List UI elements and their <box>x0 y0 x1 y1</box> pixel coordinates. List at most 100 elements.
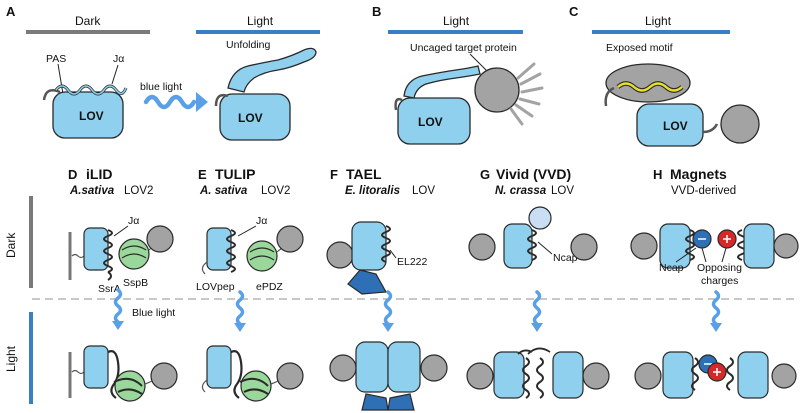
heading-name-vvd: Vivid (VVD) <box>496 166 571 182</box>
ssra-label: SsrA <box>98 283 121 295</box>
lov-domain-f-light-left <box>355 341 389 393</box>
dark-row-label: Dark <box>4 232 18 258</box>
heading-species-f: E. litoralis <box>345 185 400 197</box>
fused-partner-g-light-left <box>466 362 494 390</box>
lov-label-c: LOV <box>663 119 688 133</box>
lovpep-label: LOVpep <box>196 281 235 293</box>
fused-partner-c <box>720 104 760 144</box>
blue-light-wave <box>143 94 197 110</box>
fused-partner-d-dark <box>146 225 174 253</box>
exposed-motif-label: Exposed motif <box>606 42 673 54</box>
fused-partner-d-light <box>150 362 178 390</box>
heading-species-g: N. crassa <box>495 185 547 197</box>
heading-domain-d: LOV2 <box>124 185 153 197</box>
lov2-domain-e-light <box>206 345 232 389</box>
light-bar-b <box>388 30 523 34</box>
sspb-label: SspB <box>123 277 148 289</box>
dark-bar <box>26 30 150 34</box>
heading-name-ilid: iLID <box>86 166 112 182</box>
n-terminus-a <box>42 89 61 101</box>
sspb-domain-light <box>114 370 146 402</box>
blue-light-label-d: Blue light <box>132 307 175 319</box>
light-bar-a <box>196 30 320 34</box>
panel-letter-c: C <box>569 4 579 19</box>
magnet-domain-dark-right <box>743 223 775 269</box>
panel-letter-b: B <box>372 4 381 19</box>
target-protein-ball <box>474 67 520 113</box>
vvd-domain-dark <box>503 223 533 269</box>
lov-label-b: LOV <box>418 115 443 129</box>
light-label-b: Light <box>443 14 470 28</box>
released-ja-e <box>230 350 243 399</box>
target-protein-rays <box>509 62 544 126</box>
exposed-motif-helix <box>617 82 683 92</box>
light-bar-c <box>592 30 730 34</box>
ncap-label-g: Ncap <box>553 252 578 264</box>
lov-domain-b <box>397 97 471 145</box>
blue-light-arrow-d <box>110 288 126 332</box>
binding-partner <box>605 63 691 103</box>
ja-label-d: Jα <box>128 215 139 227</box>
lov-domain-f-light-right <box>387 341 421 393</box>
heading-domain-f: LOV <box>412 185 435 197</box>
heading-domain-e: LOV2 <box>261 185 290 197</box>
fused-partner-h-dark-left <box>630 232 658 260</box>
light-label-a: Light <box>247 14 274 28</box>
vvd-domain-light-left <box>493 351 525 399</box>
fused-partner-e-light <box>276 362 304 390</box>
ncap-label-h: Ncap <box>659 262 684 274</box>
epdz-domain-light <box>240 370 272 402</box>
heading-letter-f: F <box>330 167 338 182</box>
heading-letter-d: D <box>68 167 77 182</box>
lov2-domain-d-light <box>83 345 109 389</box>
epdz-label: ePDZ <box>256 281 283 293</box>
ja-helix-d-dark <box>103 229 113 273</box>
lov-domain-c <box>636 103 704 147</box>
lov-domain-f-dark <box>351 221 387 271</box>
light-row-label: Light <box>4 345 18 372</box>
heading-species-e: A. sativa <box>199 185 248 197</box>
blue-light-arrowhead <box>196 92 208 112</box>
ja-helix-e-dark <box>226 229 236 273</box>
lov-domain-light <box>219 93 291 141</box>
blue-light-arrow-e <box>232 290 248 334</box>
released-ja-d <box>107 350 120 399</box>
heading-domain-h: VVD-derived <box>671 185 736 197</box>
lov-domain-dark <box>52 91 124 139</box>
fused-partner-g-light-right <box>582 362 610 390</box>
heading-letter-h: H <box>653 167 662 182</box>
fused-partner-h-dark-right <box>773 233 799 259</box>
dark-row-bar <box>29 196 33 288</box>
blue-light-arrow-h <box>708 290 724 334</box>
lov-label-dark: LOV <box>79 109 104 123</box>
light-row-bar <box>29 312 33 404</box>
vvd-domain-light-right <box>552 351 584 399</box>
charges-label: charges <box>701 275 738 287</box>
ja-label-a: Jα <box>113 53 124 65</box>
heading-species-d: A.sativa <box>69 185 115 197</box>
heading-letter-e: E <box>198 167 207 182</box>
heading-name-tael: TAEL <box>346 166 382 182</box>
fused-partner-g-dark-right <box>570 233 598 261</box>
heading-domain-g: LOV <box>551 185 574 197</box>
unfolded-ja-helix <box>227 47 317 93</box>
fused-partner-f-light-right <box>420 354 448 382</box>
fused-partner-e-dark <box>276 225 304 253</box>
el222-dbd-light-right <box>387 393 415 411</box>
heading-name-tulip: TULIP <box>215 166 255 182</box>
fused-partner-h-light-left <box>634 362 662 390</box>
light-label-c: Light <box>645 14 672 28</box>
ja-label-e: Jα <box>256 215 267 227</box>
blue-light-arrow-g <box>529 290 545 334</box>
panel-letter-a: A <box>6 4 16 19</box>
opposing-label: Opposing <box>697 262 742 274</box>
pas-label: PAS <box>46 53 66 65</box>
ncap-dimer-g <box>517 347 551 355</box>
fused-partner-f-dark <box>326 241 354 269</box>
blue-light-label-a: blue light <box>140 81 182 93</box>
heading-letter-g: G <box>480 167 490 182</box>
fused-partner-h-light-right <box>771 363 797 389</box>
ja-helix-f-dark <box>381 225 391 263</box>
unfolding-label: Unfolding <box>226 39 271 51</box>
blue-light-arrow-f <box>380 290 396 334</box>
